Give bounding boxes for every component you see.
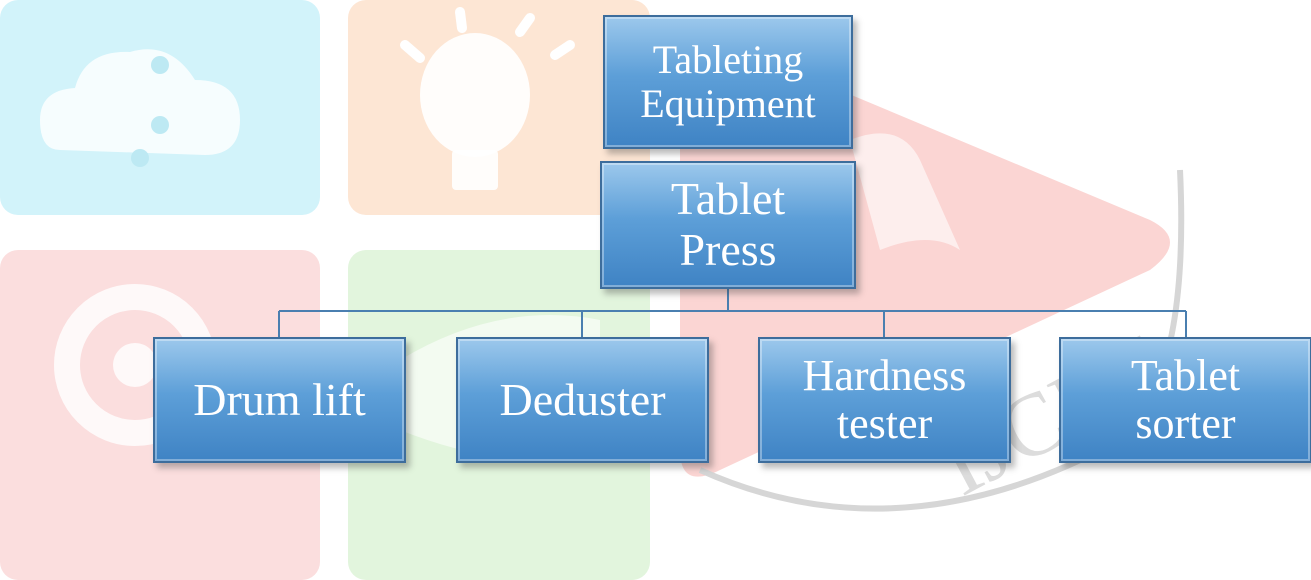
node-label: Deduster (499, 373, 666, 425)
node-label: Hardness tester (802, 350, 967, 448)
node-drum-lift: Drum lift (153, 337, 406, 463)
node-tablet-sorter: Tablet sorter (1059, 337, 1311, 463)
node-tablet-press: Tablet Press (600, 161, 856, 289)
node-label: Tableting Equipment (640, 37, 816, 126)
node-label: Drum lift (193, 373, 366, 425)
node-hardness-tester: Hardness tester (758, 337, 1011, 463)
node-label: Tablet Press (670, 173, 786, 275)
node-label: Tablet sorter (1130, 350, 1241, 448)
cloud-icon (0, 0, 320, 215)
lightbulb-icon (348, 0, 650, 215)
node-tableting-equipment: Tableting Equipment (603, 15, 853, 149)
node-deduster: Deduster (456, 337, 709, 463)
